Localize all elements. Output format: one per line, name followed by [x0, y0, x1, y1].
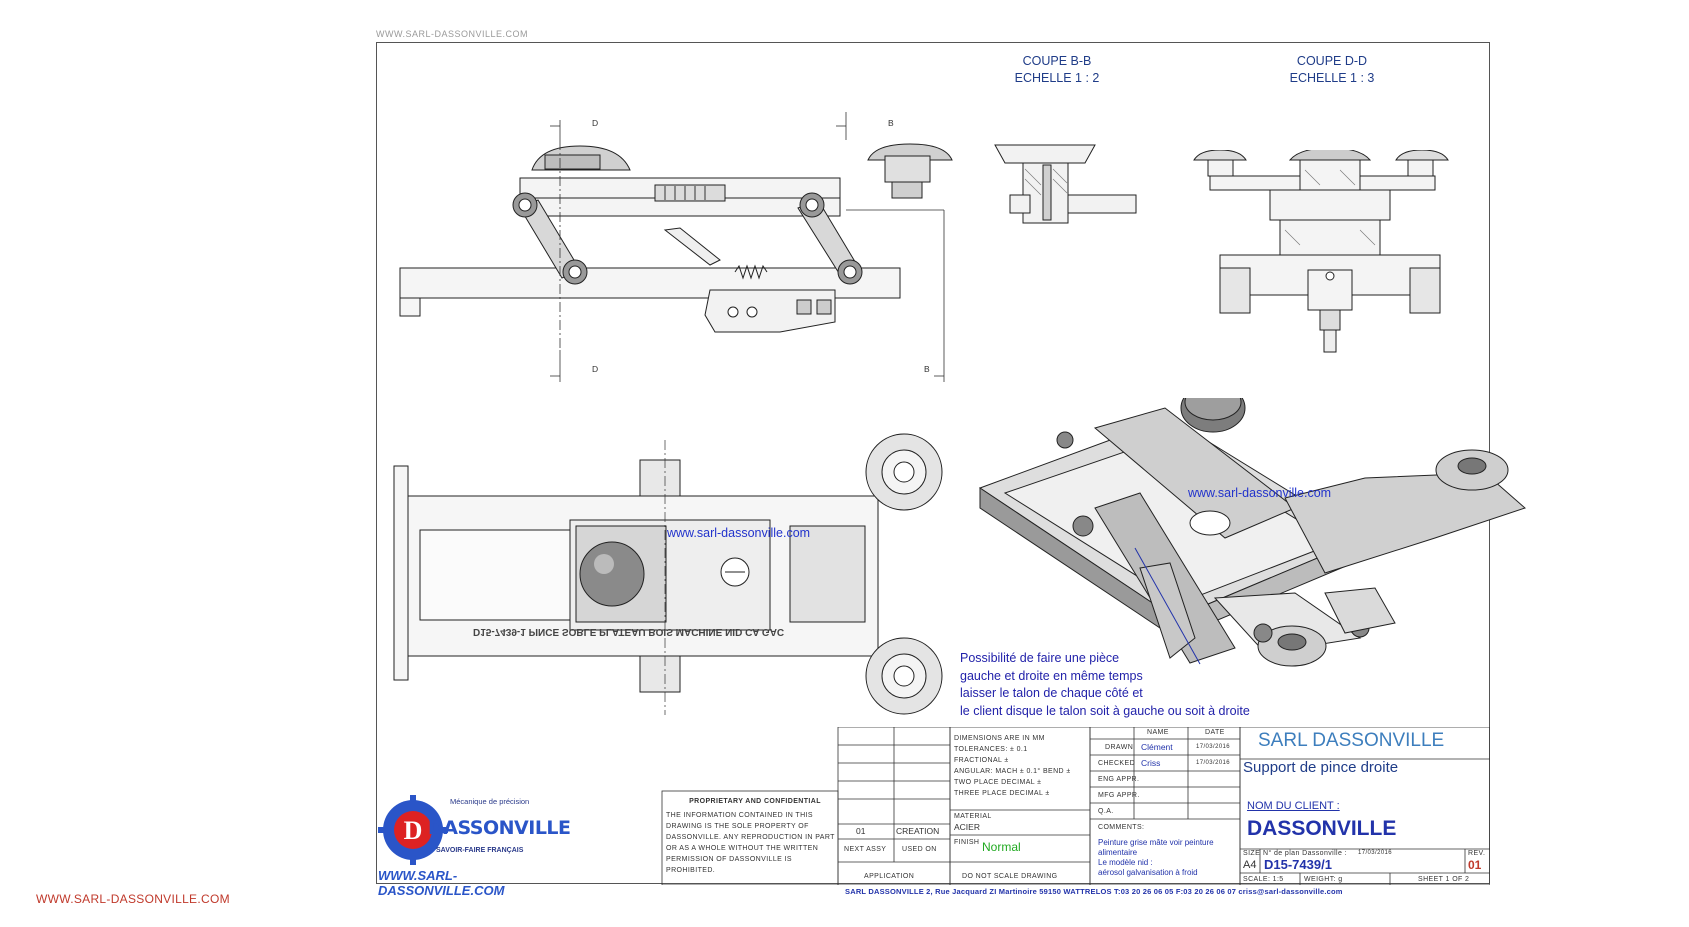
comments-label: COMMENTS: [1098, 824, 1145, 831]
drawn-date: 17/03/2016 [1196, 744, 1231, 750]
revision-value: 01 [1468, 858, 1482, 872]
isometric-view-drawing [978, 398, 1526, 667]
drawn-label: DRAWN [1105, 744, 1134, 751]
size-value: A4 [1243, 859, 1257, 871]
note-line-3: laisser le talon de chaque côté et [960, 686, 1143, 700]
revision-label: REV. [1468, 850, 1486, 857]
section-bb-drawing [994, 144, 1137, 224]
note-line-1: Possibilité de faire une pièce [960, 651, 1120, 665]
logo-tagline-top: Mécanique de précision [450, 797, 530, 806]
iso-view-link[interactable]: www.sarl-dassonville.com [1188, 486, 1332, 500]
proprietary-body: THE INFORMATION CONTAINED IN THIS DRAWIN… [666, 812, 835, 874]
plan-number-label: N° de plan Dassonville : [1263, 850, 1347, 857]
comments-text: Peinture grise mâte voir peinture alimen… [1098, 838, 1214, 877]
mirrored-engraving-text: D15-7439-1 PINCE SOBLE PLATEAU BOIS MACH… [473, 626, 785, 637]
weight-value: WEIGHT: g [1304, 876, 1343, 883]
proprietary-title: PROPRIETARY AND CONFIDENTIAL [689, 798, 821, 805]
section-dd-title: COUPE D-D ECHELLE 1 : 3 [1252, 53, 1412, 87]
eng-approval-label: ENG APPR. [1098, 776, 1140, 783]
logo-name: DASSONVILLE [428, 817, 571, 839]
logo-url[interactable]: WWW.SARL-DASSONVILLE.COM [378, 868, 505, 898]
client-label: NOM DU CLIENT : [1247, 800, 1340, 812]
revision-number: 01 [856, 826, 866, 836]
cut-label-d-top: D [592, 118, 599, 128]
checked-date: 17/03/2016 [1196, 760, 1231, 766]
mfg-approval-label: MFG APPR. [1098, 792, 1140, 799]
section-bb-scale: ECHELLE 1 : 2 [1014, 71, 1100, 85]
approval-date-header: DATE [1205, 729, 1225, 736]
client-name: DASSONVILLE [1247, 817, 1397, 840]
material-value: ACIER [954, 822, 980, 832]
tolerance-notes: DIMENSIONS ARE IN MM TOLERANCES: ± 0.1 F… [954, 733, 1071, 799]
section-dd-scale: ECHELLE 1 : 3 [1289, 71, 1375, 85]
drawing-number: D15-7439/1 [1264, 857, 1332, 872]
section-dd-drawing [1193, 150, 1449, 353]
used-on-label: USED ON [902, 846, 937, 853]
fabrication-note: Possibilité de faire une pièce gauche et… [960, 650, 1250, 720]
tolerance-line-2: TOLERANCES: ± 0.1 [954, 746, 1028, 753]
company-name: SARL DASSONVILLE [1258, 730, 1445, 751]
cut-label-b-top: B [888, 118, 894, 128]
finish-value: Normal [982, 840, 1021, 854]
watermark-top: WWW.SARL-DASSONVILLE.COM [376, 29, 529, 39]
checked-label: CHECKED [1098, 760, 1136, 767]
section-dd-name: COUPE D-D [1296, 54, 1368, 68]
finish-label: FINISH [954, 839, 980, 846]
note-line-2: gauche et droite en même temps [960, 668, 1143, 683]
revision-description: CREATION [896, 826, 940, 836]
approval-name-header: NAME [1147, 729, 1169, 736]
tolerance-line-6: THREE PLACE DECIMAL ± [954, 790, 1050, 797]
tolerance-line-3: FRACTIONAL ± [954, 757, 1009, 764]
section-bb-name: COUPE B-B [1022, 54, 1092, 68]
note-line-4: le client disque le talon soit à gauche … [960, 703, 1250, 718]
svg-text:D: D [404, 816, 423, 845]
tolerance-line-4: ANGULAR: MACH ± 0.1° BEND ± [954, 768, 1071, 775]
plan-date: 17/03/2016 [1358, 850, 1393, 856]
sheet-number: SHEET 1 OF 2 [1418, 876, 1470, 883]
footer-address: SARL DASSONVILLE 2, Rue Jacquard ZI Mart… [845, 887, 1343, 896]
checked-name: Criss [1141, 758, 1161, 768]
tolerance-line-5: TWO PLACE DECIMAL ± [954, 779, 1042, 786]
gear-logo-icon: D [378, 795, 448, 865]
cut-label-b-bottom: B [924, 364, 930, 374]
title-block-frame [661, 727, 1490, 885]
logo-tagline-bottom: SAVOIR-FAIRE FRANÇAIS [436, 847, 524, 854]
material-label: MATERIAL [954, 813, 992, 820]
plan-view-link[interactable]: www.sarl-dassonville.com [667, 526, 811, 540]
section-bb-title: COUPE B-B ECHELLE 1 : 2 [977, 53, 1137, 87]
application-label: APPLICATION [864, 873, 915, 880]
qa-label: Q.A. [1098, 808, 1114, 815]
part-name: Support de pince droite [1243, 759, 1399, 776]
top-view-drawing [393, 433, 943, 715]
do-not-scale-label: DO NOT SCALE DRAWING [962, 873, 1058, 880]
size-label: SIZE [1243, 850, 1261, 857]
cut-label-d-bottom: D [592, 364, 599, 374]
next-assy-label: NEXT ASSY [844, 846, 887, 853]
company-logo: D Mécanique de précision DASSONVILLE SAV… [378, 795, 571, 898]
front-view-drawing [399, 112, 953, 382]
watermark-bottom: WWW.SARL-DASSONVILLE.COM [36, 892, 230, 906]
drawn-name: Clément [1141, 742, 1173, 752]
scale-value: SCALE: 1:5 [1243, 876, 1284, 883]
tolerance-line-1: DIMENSIONS ARE IN MM [954, 735, 1045, 742]
